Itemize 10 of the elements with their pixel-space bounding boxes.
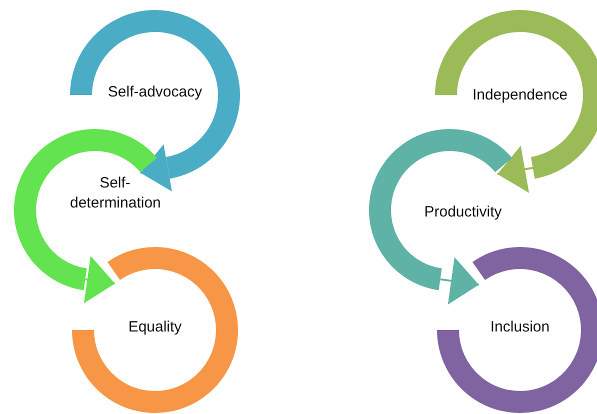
node-label: Equality <box>127 317 183 337</box>
arrow <box>440 257 480 305</box>
arrow <box>140 144 172 192</box>
node-label: Productivity <box>423 202 503 222</box>
arrow <box>84 256 116 304</box>
arrow <box>497 146 534 193</box>
node-label: Inclusion <box>489 317 551 337</box>
node-label: Self-advocacy <box>106 82 204 102</box>
node-label: Self-determination <box>70 174 160 212</box>
node-label: Independence <box>471 85 569 105</box>
